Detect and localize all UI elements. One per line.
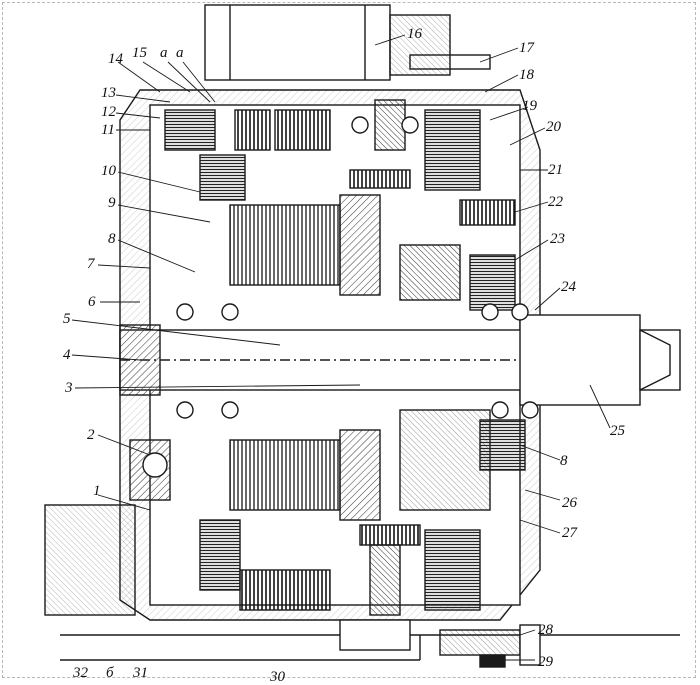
callout-26: 26 [562,495,577,511]
callout-7: 7 [87,256,95,272]
page-frame [2,2,696,678]
callout-2: 2 [87,427,95,443]
output-shaft-end [519,314,641,406]
callout-25: 25 [610,423,625,439]
sun-gear-block [399,244,461,301]
callout-b: б [106,665,114,681]
callout-11: 11 [101,122,115,138]
callout-18: 18 [519,67,534,83]
callout-30: 30 [270,669,285,685]
lower-clutch-right [424,529,481,611]
left-pump [44,504,136,616]
callout-20: 20 [546,119,561,135]
callout-14: 14 [108,51,123,67]
upper-clutch-left [164,109,216,151]
callout-32: 32 [73,665,88,681]
callout-28: 28 [538,622,553,638]
callout-29: 29 [538,654,553,670]
upper-clutch-right [424,109,481,191]
callout-10: 10 [101,163,116,179]
callout-17: 17 [519,40,534,56]
callout-4: 4 [63,347,71,363]
callout-5: 5 [63,311,71,327]
callout-22: 22 [548,194,563,210]
callout-23: 23 [550,231,565,247]
callout-16: 16 [407,26,422,42]
callout-27: 27 [562,525,577,541]
callout-8-upper: 8 [108,231,116,247]
callout-12: 12 [101,104,116,120]
planetary-gear-upper [229,204,341,286]
upper-gear-2 [274,109,331,151]
callout-24: 24 [561,279,576,295]
callout-3: 3 [65,380,73,396]
callout-31: 31 [133,665,148,681]
callout-1: 1 [93,483,101,499]
callout-19: 19 [522,98,537,114]
callout-15: 15 [132,45,147,61]
callout-9: 9 [108,195,116,211]
callout-6: 6 [88,294,96,310]
callout-13: 13 [101,85,116,101]
callout-a-1: a [160,45,168,61]
upper-gear-1 [234,109,271,151]
callout-8-lower: 8 [560,453,568,469]
top-cylinder [204,4,391,81]
callout-21: 21 [548,162,563,178]
callout-a-2: a [176,45,184,61]
planetary-gear-lower [229,439,341,511]
lower-clutch-left [199,519,241,591]
bearing-1 [176,303,194,321]
